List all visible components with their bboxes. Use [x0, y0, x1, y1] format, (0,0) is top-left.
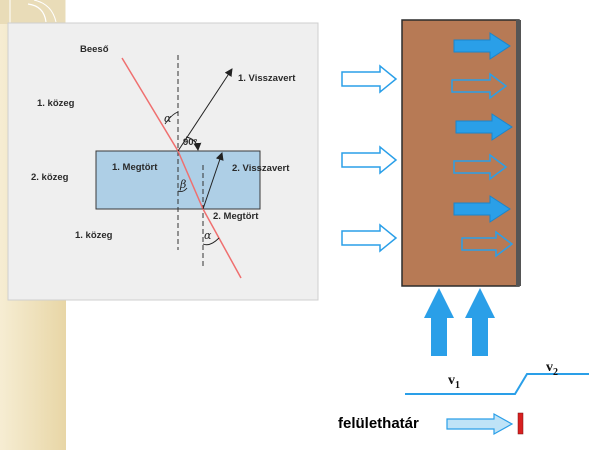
refracted-2-label: 2. Megtört [213, 211, 259, 222]
medium-1-bottom-label: 1. közeg [75, 230, 113, 241]
up-arrow-icon [424, 288, 454, 356]
wall-diagram: v1 v2 felülethatár [338, 19, 589, 436]
outline-arrow-icon [341, 64, 398, 94]
angle-90-label: 90° [183, 137, 198, 148]
reflected-ray-2 [202, 152, 224, 210]
medium-block-edge [516, 20, 521, 286]
solid-arrow-icon [453, 32, 511, 60]
outline-arrow-icon [341, 223, 398, 253]
outline-arrow-icon [453, 153, 508, 181]
v2-label: v2 [546, 360, 558, 378]
angle-alpha-label: α [164, 112, 172, 125]
refraction-diagram: Beeső 1. Visszavert 1. közeg 2. közeg 1.… [7, 22, 319, 301]
reflected-2-label: 2. Visszavert [232, 163, 290, 174]
up-arrow-icon [465, 288, 495, 356]
incident-label: Beeső [80, 44, 109, 55]
alpha-arc [164, 111, 179, 125]
reflected-1-label: 1. Visszavert [238, 73, 296, 84]
incident-ray [121, 57, 179, 152]
surface-boundary-marker [517, 412, 524, 435]
solid-arrow-icon [455, 113, 513, 141]
medium-1-top-label: 1. közeg [37, 98, 75, 109]
right-angle-arc [185, 136, 202, 151]
angle-alpha2-label: α [204, 229, 212, 242]
pointer-arrow-icon [446, 412, 514, 436]
outline-arrow-icon [341, 145, 398, 175]
angle-beta-label: β [179, 178, 186, 191]
beta-arc [177, 187, 188, 193]
alpha2-arc [202, 237, 220, 246]
surface-boundary-label: felülethatár [338, 415, 419, 432]
outline-arrow-icon [461, 230, 514, 258]
medium-block [401, 19, 520, 287]
solid-arrow-icon [453, 195, 511, 223]
velocity-profile-line [405, 373, 589, 395]
v1-label: v1 [448, 373, 460, 391]
outline-arrow-icon [451, 72, 508, 100]
refracted-1-label: 1. Megtört [112, 162, 158, 173]
refracted-ray-1 [177, 150, 204, 210]
medium-2-label: 2. közeg [31, 172, 69, 183]
refracted-ray-2 [202, 208, 242, 279]
